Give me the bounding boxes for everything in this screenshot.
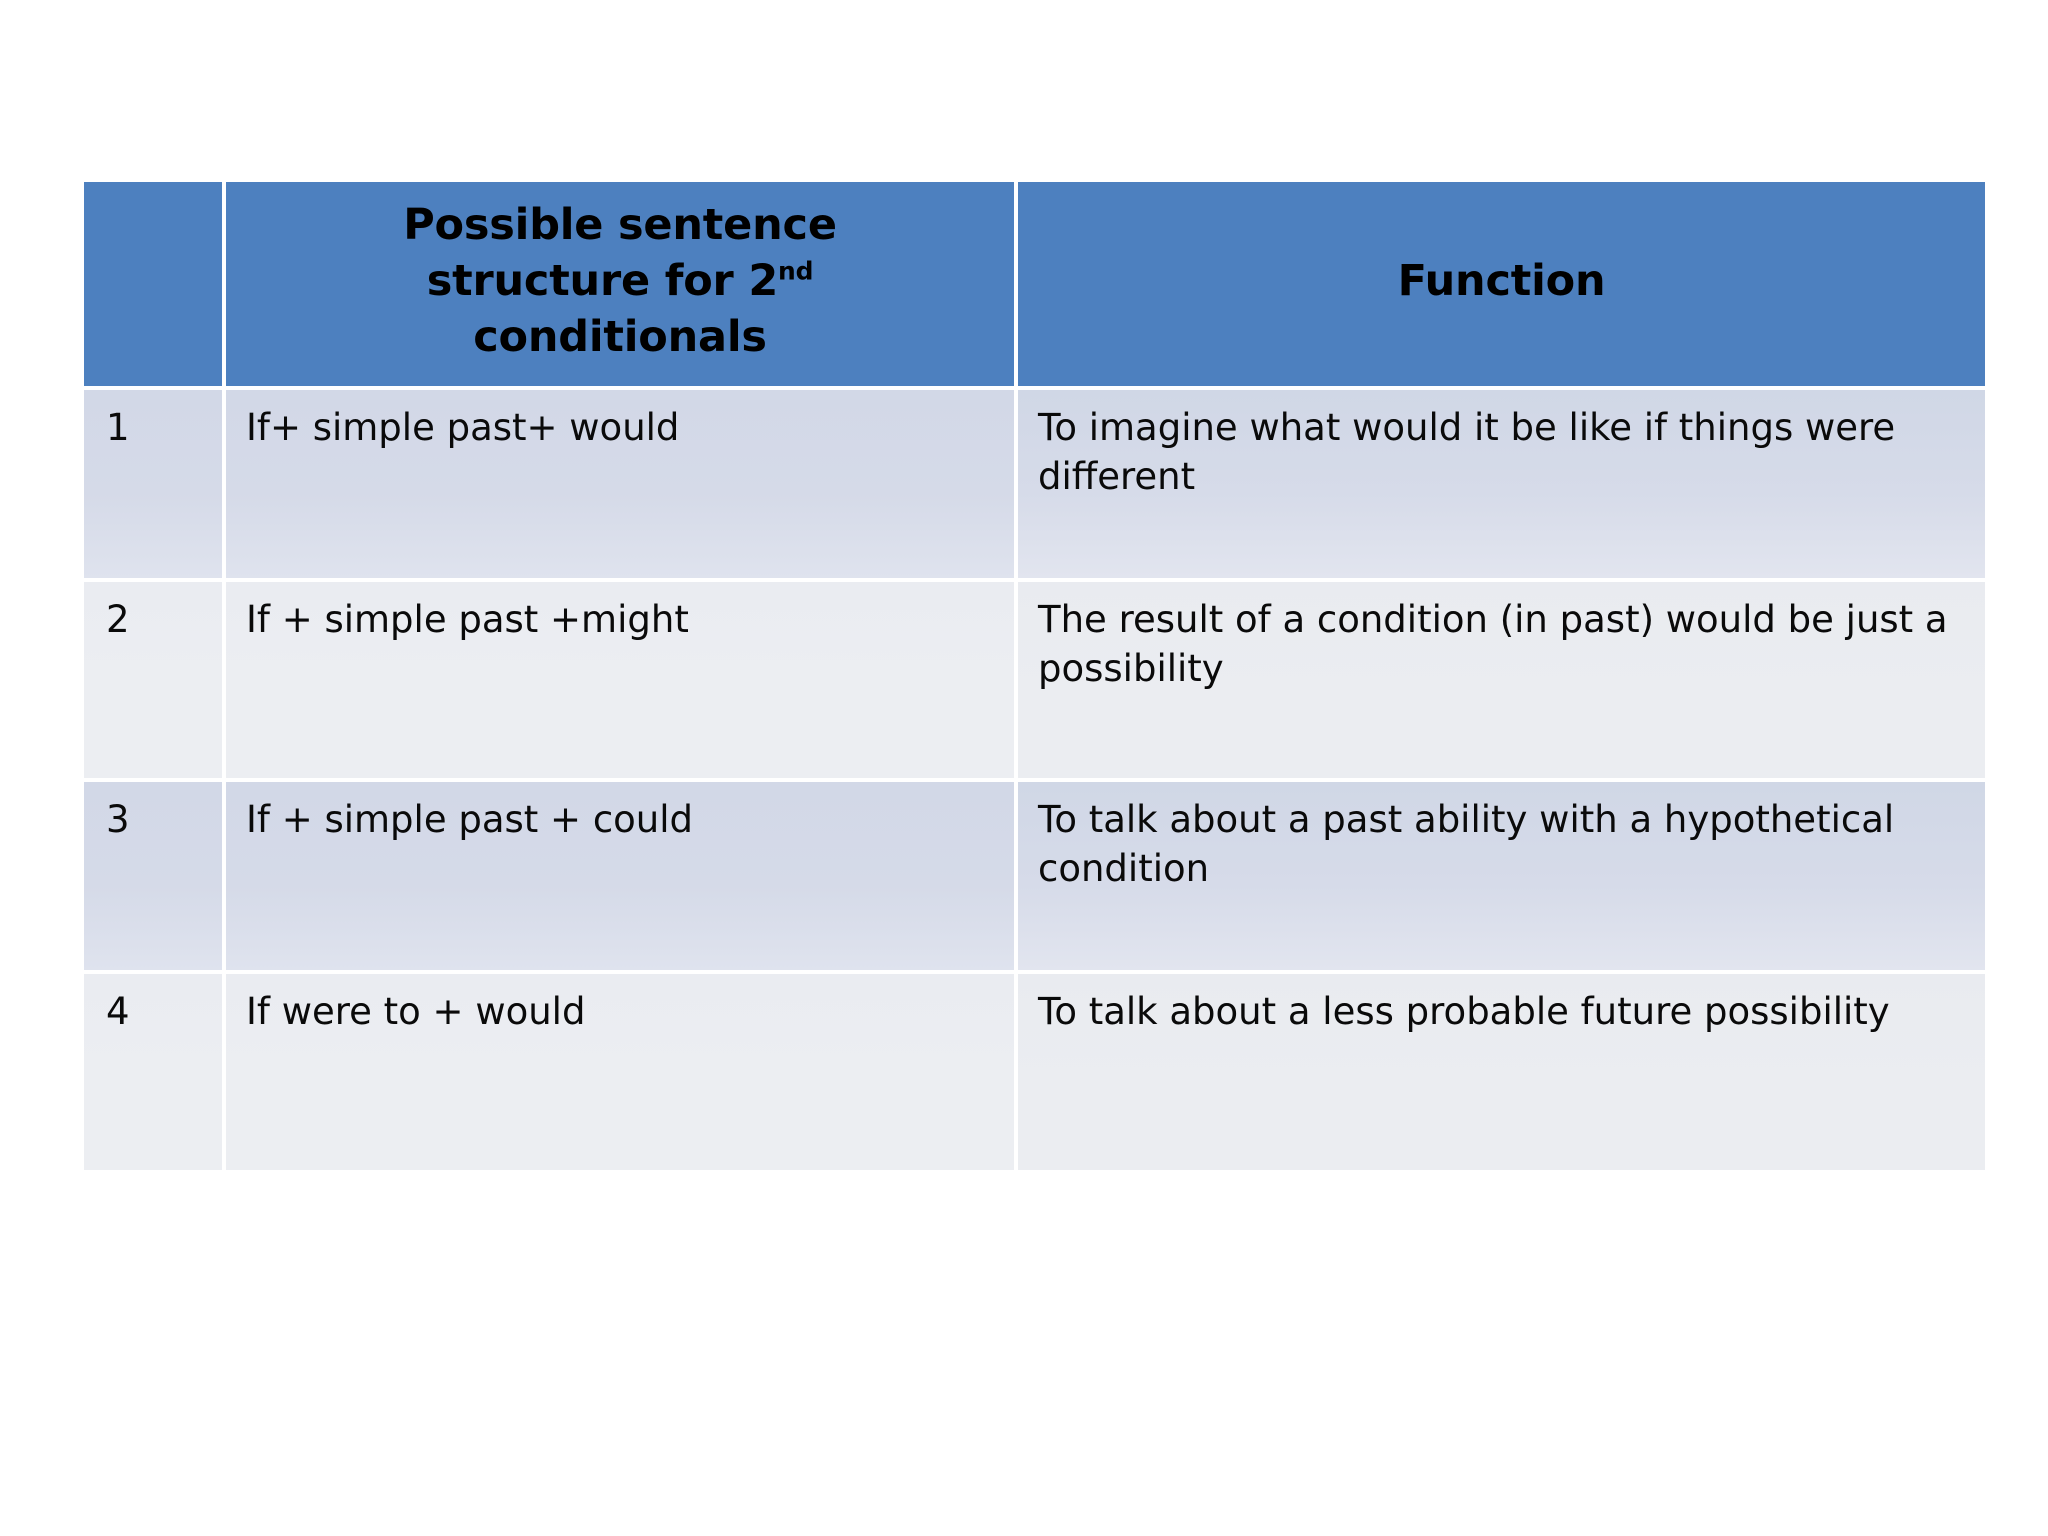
- row-index: 3: [84, 781, 222, 970]
- header-structure-line2-text: structure for 2: [426, 255, 779, 306]
- row-function: To talk about a past ability with a hypo…: [1018, 781, 1985, 970]
- row-structure: If + simple past + could: [226, 781, 1014, 970]
- header-structure-line2: structure for 2nd: [244, 254, 996, 310]
- conditionals-table: Possible sentence structure for 2nd cond…: [80, 178, 1989, 1174]
- header-row: Possible sentence structure for 2nd cond…: [84, 182, 1985, 386]
- row-function: To imagine what would it be like if thin…: [1018, 389, 1985, 578]
- table-body: 1 If+ simple past+ would To imagine what…: [84, 389, 1985, 1170]
- header-cell-structure: Possible sentence structure for 2nd cond…: [226, 182, 1014, 386]
- table-row: 1 If+ simple past+ would To imagine what…: [84, 389, 1985, 578]
- header-structure-ordinal-suffix: nd: [778, 256, 814, 286]
- conditionals-table-container: Possible sentence structure for 2nd cond…: [80, 178, 1985, 1174]
- table-row: 2 If + simple past +might The result of …: [84, 581, 1985, 778]
- row-index: 2: [84, 581, 222, 778]
- row-index: 4: [84, 973, 222, 1170]
- row-index: 1: [84, 389, 222, 578]
- row-function: The result of a condition (in past) woul…: [1018, 581, 1985, 778]
- row-function: To talk about a less probable future pos…: [1018, 973, 1985, 1170]
- row-structure: If + simple past +might: [226, 581, 1014, 778]
- header-cell-function: Function: [1018, 182, 1985, 386]
- table-row: 3 If + simple past + could To talk about…: [84, 781, 1985, 970]
- header-structure-line1: Possible sentence: [403, 200, 837, 250]
- table-row: 4 If were to + would To talk about a les…: [84, 973, 1985, 1170]
- row-structure: If+ simple past+ would: [226, 389, 1014, 578]
- table-header: Possible sentence structure for 2nd cond…: [84, 182, 1985, 386]
- header-cell-index: [84, 182, 222, 386]
- header-structure-line3: conditionals: [473, 311, 767, 362]
- row-structure: If were to + would: [226, 973, 1014, 1170]
